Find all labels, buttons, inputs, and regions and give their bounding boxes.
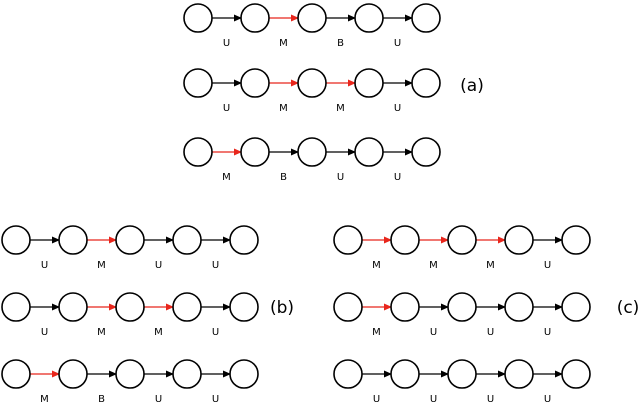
edge-label: M	[279, 38, 288, 49]
chain-node	[561, 292, 591, 322]
edge-label: M	[429, 260, 438, 271]
edge-label: B	[280, 172, 287, 183]
edge-label: M	[486, 260, 495, 271]
chain-node	[411, 137, 441, 167]
edge-label: U	[394, 38, 401, 49]
chain-node	[504, 225, 534, 255]
chain-node	[354, 137, 384, 167]
chain-node	[333, 225, 363, 255]
edge-label: U	[394, 172, 401, 183]
chain-node	[115, 225, 145, 255]
chain-node	[447, 359, 477, 389]
chain-node	[183, 68, 213, 98]
chain-node	[229, 292, 259, 322]
edge-label: U	[223, 38, 230, 49]
chain-node	[411, 68, 441, 98]
chain-node	[115, 359, 145, 389]
edge-label: U	[430, 394, 437, 405]
edge-label: U	[155, 260, 162, 271]
edge-label: M	[372, 260, 381, 271]
group-label: (c)	[617, 298, 640, 318]
chain-node	[183, 137, 213, 167]
chain-node	[354, 68, 384, 98]
chain-node	[1, 225, 31, 255]
edge-label: U	[41, 260, 48, 271]
chain-node	[390, 225, 420, 255]
edge-label: M	[279, 103, 288, 114]
edge-label: U	[155, 394, 162, 405]
edges-layer	[30, 14, 563, 378]
chain-node	[58, 359, 88, 389]
group-label: (a)	[460, 76, 484, 96]
edge-label: M	[97, 327, 106, 338]
chain-node	[172, 359, 202, 389]
chain-node	[58, 225, 88, 255]
chain-node	[1, 292, 31, 322]
edge-label: U	[394, 103, 401, 114]
edge-label: U	[212, 327, 219, 338]
chain-node	[390, 359, 420, 389]
chain-node	[354, 3, 384, 33]
edge-label: U	[373, 394, 380, 405]
edge-label: U	[544, 327, 551, 338]
edge-label: U	[223, 103, 230, 114]
chain-node	[297, 3, 327, 33]
chain-node	[504, 359, 534, 389]
edge-label: U	[41, 327, 48, 338]
edge-label: M	[40, 394, 49, 405]
edge-label: M	[336, 103, 345, 114]
edge-label: M	[222, 172, 231, 183]
chain-node	[240, 137, 270, 167]
chain-node	[115, 292, 145, 322]
edge-label: M	[372, 327, 381, 338]
labels-layer: (a) U M B U U M M U M B U U (b) U M U U U M M U M B U U (c) M M M U M U U…	[40, 38, 639, 405]
chain-node	[561, 359, 591, 389]
edge-label: U	[430, 327, 437, 338]
edge-label: U	[212, 260, 219, 271]
nodes-layer	[1, 3, 591, 389]
edge-label: M	[154, 327, 163, 338]
chain-node	[297, 137, 327, 167]
chain-node	[58, 292, 88, 322]
chain-node	[297, 68, 327, 98]
chain-node	[504, 292, 534, 322]
chain-node	[1, 359, 31, 389]
chain-node	[240, 3, 270, 33]
edge-label: M	[97, 260, 106, 271]
chain-node	[172, 292, 202, 322]
edge-label: U	[544, 394, 551, 405]
edge-label: U	[487, 327, 494, 338]
chain-node	[390, 292, 420, 322]
edge-label: U	[212, 394, 219, 405]
chain-node	[229, 359, 259, 389]
chain-node	[447, 292, 477, 322]
chain-node	[411, 3, 441, 33]
chain-node	[229, 225, 259, 255]
edge-label: U	[487, 394, 494, 405]
chain-node	[447, 225, 477, 255]
chain-node	[183, 3, 213, 33]
edge-label: U	[337, 172, 344, 183]
chain-node	[240, 68, 270, 98]
chain-node	[172, 225, 202, 255]
edge-label: B	[337, 38, 344, 49]
edge-label: U	[544, 260, 551, 271]
chain-node	[333, 359, 363, 389]
group-label: (b)	[270, 298, 294, 318]
chain-node	[561, 225, 591, 255]
chain-node	[333, 292, 363, 322]
edge-label: B	[98, 394, 105, 405]
